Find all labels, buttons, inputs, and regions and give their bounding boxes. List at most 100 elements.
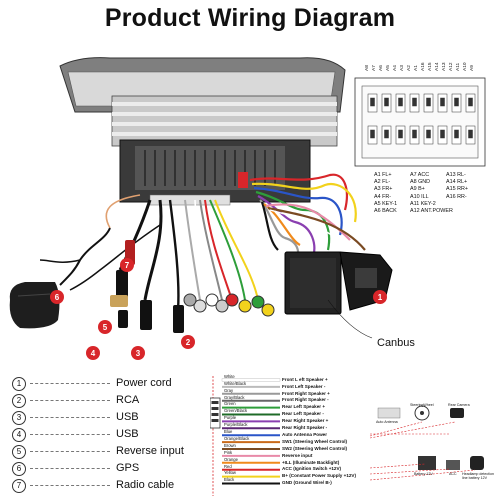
pin-table-cell: A10 ILL — [410, 193, 429, 200]
wire-color-name: Gray — [224, 387, 234, 393]
legend-number-badge: 1 — [12, 377, 26, 391]
wire-color-name: Purple/Black — [224, 422, 248, 428]
wire-function-label: Rear Right Speaker + — [282, 418, 329, 424]
callout-6 — [50, 290, 64, 304]
wire-color-name: Green/Black — [224, 408, 248, 414]
pin-header-label: A9 — [470, 65, 475, 71]
legend-number-badge: 5 — [12, 445, 26, 459]
pin-header-label: A3 — [400, 65, 405, 71]
connector-pin-contact — [398, 97, 403, 107]
device-rear-camera: Rear Camera — [448, 403, 470, 407]
wire-function-label: Front Right Speaker + — [282, 390, 330, 396]
device-auto-antenna: Auto Antenna — [376, 420, 398, 424]
connector-pin-contact — [412, 129, 417, 139]
legend-leader-line — [30, 383, 110, 384]
legend-text: GPS — [116, 462, 140, 474]
legend-text: Radio cable — [116, 479, 175, 491]
connector-pin-contact — [440, 129, 445, 139]
wire-function-label: +ILL (Illuminate Backlight) — [282, 459, 340, 465]
wire-function-label: SW2 (Steering Wheel Control) — [282, 445, 348, 451]
legend-text: USB — [116, 411, 139, 423]
connector-pin-contact — [454, 97, 459, 107]
legend-number-badge: 3 — [12, 411, 26, 425]
canbus-label: Canbus — [377, 337, 415, 349]
wire-function-label: GND (Ground Wire/ B-) — [282, 480, 332, 486]
rca-plugs — [183, 293, 275, 317]
callout-5-text: 5 — [103, 323, 108, 332]
pin-table-cell: A2 FL- — [374, 179, 391, 186]
wire-color-name: White — [224, 373, 235, 379]
device-acc: ACC — [449, 472, 457, 476]
legend-item: 1 Power cord — [12, 376, 212, 392]
pin-table-cell: A1 FL+ — [374, 172, 392, 178]
pin-table-cell: A9 B+ — [410, 186, 425, 193]
pin-header-label: A5 — [386, 65, 391, 71]
wire-color-name: Orange — [224, 456, 238, 462]
connector-pin-contact — [370, 97, 375, 107]
wire-function-label: Rear Right Speaker - — [282, 425, 328, 430]
wire-function-label: Rear Left Speaker + — [282, 404, 326, 410]
legend-text: Power cord — [116, 377, 172, 389]
pin-table-cell: A13 RL- — [446, 172, 466, 178]
pin-header-label: A14 — [435, 62, 440, 71]
wire-function-label: B+ (Constant Power Supply +12V) — [282, 473, 357, 479]
callout-6-text: 6 — [55, 293, 60, 302]
legend-text: RCA — [116, 394, 140, 406]
wire-function-label: Reverse input — [282, 452, 313, 458]
pin-header-label: A8 — [365, 65, 370, 71]
connector-pin-contact — [468, 129, 473, 139]
left-cables — [39, 194, 259, 311]
pin-header-label: A6 — [379, 65, 384, 71]
pin-table-cell: A6 BACK — [374, 208, 397, 214]
legend-number-badge: 6 — [12, 462, 26, 476]
legend-number-badge: 4 — [12, 428, 26, 442]
pin-header-label: A2 — [407, 65, 412, 71]
legend-item: 6 GPS — [12, 461, 212, 477]
legend-leader-line — [30, 434, 110, 435]
pin-table-cell: A8 GND — [410, 179, 431, 186]
pin-table-cell: A3 FR+ — [374, 186, 393, 193]
connector-pin-contact — [384, 129, 389, 139]
wire-function-label: Front Right Speaker - — [282, 397, 329, 403]
wire-color-name: White/Black — [224, 380, 247, 386]
callout-3 — [131, 346, 145, 360]
legend-item: 7 Radio cable — [12, 478, 212, 494]
iso-connector-diagram — [354, 77, 486, 167]
device-steering-wheel: SteeringWheel — [410, 403, 434, 407]
head-unit — [59, 57, 346, 206]
connector-pin-contact — [468, 97, 473, 107]
device-icons — [369, 405, 484, 481]
pin-header-label: A13 — [442, 62, 447, 71]
gps-antenna — [9, 282, 60, 329]
wire-function-label: Front L eft Speaker + — [282, 376, 328, 382]
pin-table-cell: A4 FR- — [374, 193, 392, 200]
connector-pin-contact — [426, 97, 431, 107]
wire-function-label: Auto Antenna Power — [282, 431, 328, 437]
legend-number-badge: 2 — [12, 394, 26, 408]
legend-leader-line — [30, 485, 110, 486]
wire-function-label: SW1 (Steering Wheel Control) — [282, 438, 348, 444]
legend-item: 4 USB — [12, 427, 212, 443]
wire-color-name: Orange/Black — [224, 435, 250, 441]
callout-7 — [120, 258, 134, 272]
pin-header-label: A16 — [421, 62, 426, 71]
pin-table-cell: A12 ANT.POWER — [410, 208, 453, 214]
device-headlamp: Headlamp detection line battery 12V — [462, 472, 494, 481]
connector-pin-contact — [370, 129, 375, 139]
wire-color-name: Yellow — [224, 470, 236, 476]
wire-outline — [221, 378, 281, 382]
connector-pin-contact — [412, 97, 417, 107]
legend-text: USB — [116, 428, 139, 440]
connector-pin-contact — [398, 129, 403, 139]
connector-pin-contact — [454, 129, 459, 139]
callout-1 — [373, 290, 387, 304]
legend-number-badge: 7 — [12, 479, 26, 493]
connector-pin-contact — [426, 129, 431, 139]
legend-leader-line — [30, 417, 110, 418]
legend-text: Reverse input — [116, 445, 184, 457]
wire-color-lines — [210, 376, 484, 496]
callout-2-text: 2 — [186, 338, 191, 347]
